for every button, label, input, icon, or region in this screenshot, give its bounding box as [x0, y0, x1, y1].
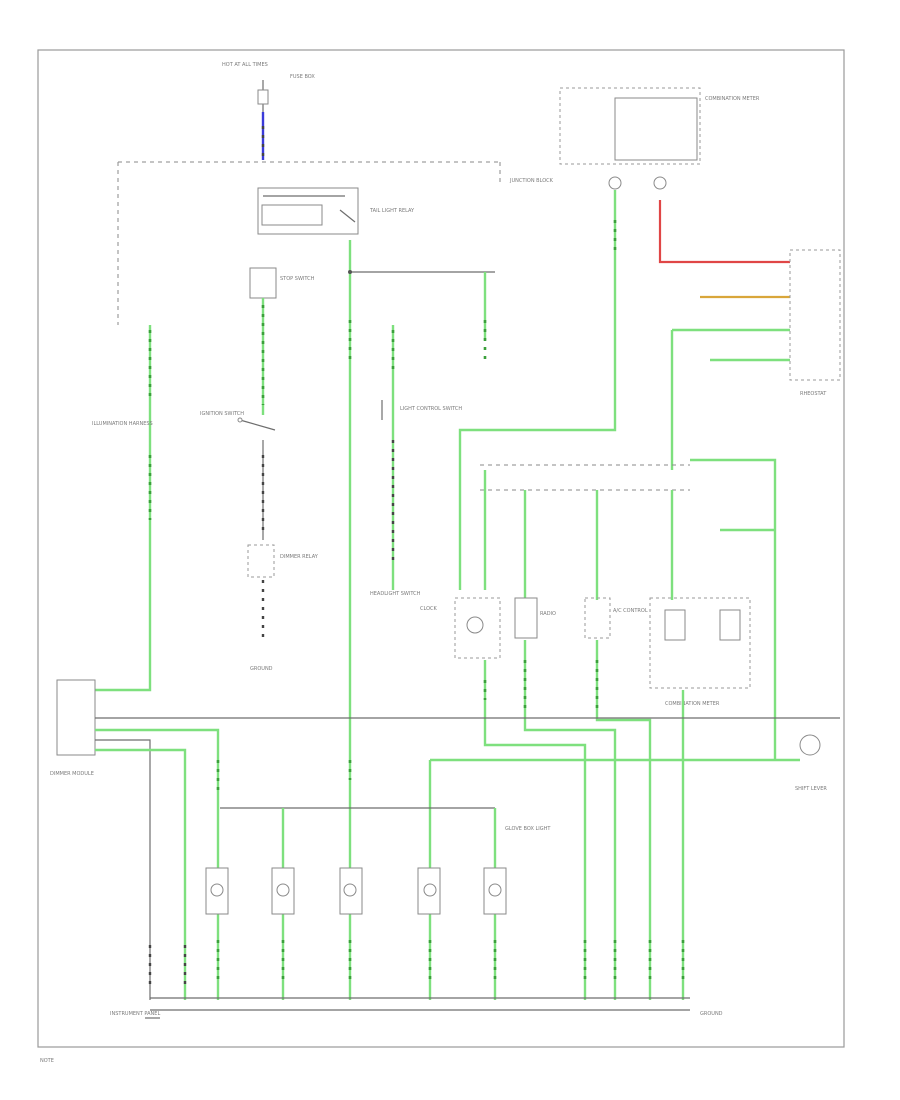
stop-switch-label: STOP SWITCH — [280, 276, 315, 282]
combination-meter: COMBINATION METER — [649, 597, 751, 707]
tail-light-relay: TAIL LIGHT RELAY — [257, 187, 415, 235]
lamp-3 — [339, 867, 363, 915]
ignition-switch: IGNITION SWITCH — [200, 411, 276, 431]
radio: RADIO — [514, 597, 556, 639]
tail-light-relay-label: TAIL LIGHT RELAY — [369, 208, 415, 214]
radio-label: RADIO — [540, 611, 556, 617]
ground-left-label: GROUND — [250, 666, 273, 672]
top-fuse-feed: HOT AT ALL TIMES FUSE BOX — [222, 62, 315, 160]
ignition-label: IGNITION SWITCH — [200, 411, 244, 417]
a-c-control: A/C CONTROL — [584, 597, 648, 639]
footer-code: NOTE — [40, 1058, 54, 1064]
a-c-control-label: A/C CONTROL — [613, 608, 648, 614]
dimmer-module: DIMMER MODULE — [50, 679, 96, 777]
ground-right-label: GROUND — [700, 1011, 723, 1017]
light-control-switch: LIGHT CONTROL SWITCH — [381, 400, 462, 420]
shift-lever-lamp: SHIFT LEVER — [795, 734, 827, 792]
instrument-panel-ground: INSTRUMENT PANEL — [110, 1011, 160, 1019]
rheostat-block: RHEOSTAT — [789, 249, 841, 397]
ground-right: GROUND — [700, 1011, 723, 1017]
combination-meter-top: COMBINATION METER — [559, 87, 760, 190]
rheostat-label: RHEOSTAT — [800, 391, 827, 397]
stop-switch: STOP SWITCH — [249, 267, 315, 299]
headlight-switch-label: HEADLIGHT SWITCH — [370, 591, 421, 597]
ground-left: GROUND — [250, 666, 273, 672]
junction-block-label: JUNCTION BLOCK — [509, 178, 554, 184]
dimmer-relay-label: DIMMER RELAY — [280, 554, 319, 560]
left-branch-label: ILLUMINATION HARNESS — [92, 421, 153, 427]
combination-meter-label: COMBINATION METER — [665, 701, 720, 707]
lamp-5 — [483, 867, 507, 915]
clock: CLOCK — [420, 597, 501, 659]
dimmer-module-label: DIMMER MODULE — [50, 771, 94, 777]
combination-meter-top-label: COMBINATION METER — [705, 96, 760, 102]
lamp-1 — [205, 867, 229, 915]
lamp-4 — [417, 867, 441, 915]
instrument-panel-label: INSTRUMENT PANEL — [110, 1011, 160, 1017]
top-fuse-label: HOT AT ALL TIMES — [222, 62, 268, 68]
glove-box-light-label: GLOVE BOX LIGHT — [505, 826, 551, 832]
dimmer-relay: DIMMER RELAY — [247, 544, 319, 578]
diagram-frame — [37, 49, 845, 1048]
fuse-box-label: FUSE BOX — [290, 74, 315, 80]
clock-label: CLOCK — [420, 606, 438, 612]
shift-lever-label: SHIFT LEVER — [795, 786, 827, 792]
lamp-2 — [271, 867, 295, 915]
light-control-switch-label: LIGHT CONTROL SWITCH — [400, 406, 462, 412]
